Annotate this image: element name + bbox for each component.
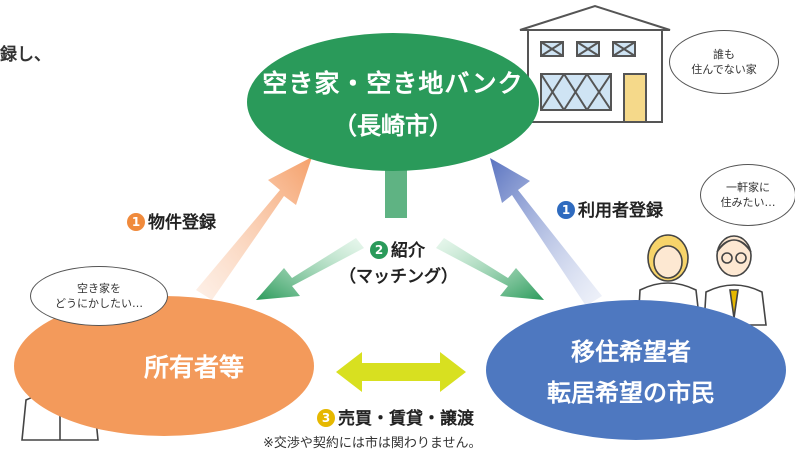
house-bubble-line1: 誰も bbox=[713, 48, 735, 61]
house-bubble-line2: 住んでない家 bbox=[691, 63, 757, 76]
house-illustration bbox=[519, 4, 671, 123]
step-number-badge: 2 bbox=[370, 241, 388, 259]
property-registration-text: 物件登録 bbox=[148, 213, 216, 233]
migrant-line2: 転居希望の市民 bbox=[547, 379, 715, 407]
arrow-introduction-owner bbox=[256, 238, 364, 300]
step-number-badge: 3 bbox=[317, 409, 335, 427]
house-speech-bubble: 誰も 住んでない家 bbox=[669, 30, 779, 94]
migrant-line1: 移住希望者 bbox=[571, 338, 691, 366]
arrow-user-registration bbox=[490, 158, 602, 306]
owner-speech-bubble: 空き家を どうにかしたい… bbox=[30, 266, 168, 326]
transaction-text: 売買・賃貸・譲渡 bbox=[338, 409, 474, 429]
arrow-property-registration bbox=[196, 157, 312, 300]
matching-label: （マッチング） bbox=[339, 267, 458, 287]
disclaimer-note: ※交渉や契約には市は関わりません。 bbox=[263, 436, 482, 451]
introduction-text: 紹介 bbox=[391, 241, 425, 261]
user-registration-text: 利用者登録 bbox=[578, 201, 663, 221]
owner-bubble-line2: どうにかしたい… bbox=[55, 297, 143, 310]
owner-label: 所有者等 bbox=[143, 353, 244, 382]
akiya-bank-node: 空き家・空き地バンク （長崎市） bbox=[247, 33, 539, 171]
introduction-stem bbox=[385, 166, 407, 218]
heading-fragment: 録し、 bbox=[0, 45, 51, 65]
couple-bubble-line1: 一軒家に bbox=[726, 181, 770, 194]
akiya-bank-title: 空き家・空き地バンク bbox=[262, 68, 524, 98]
couple-bubble-line2: 住みたい… bbox=[720, 196, 776, 209]
arrow-transaction bbox=[336, 352, 466, 392]
owner-bubble-line1: 空き家を bbox=[77, 282, 121, 295]
step-number-badge: 1 bbox=[557, 201, 575, 219]
couple-speech-bubble: 一軒家に 住みたい… bbox=[700, 164, 795, 226]
migrant-node: 移住希望者 転居希望の市民 bbox=[486, 300, 786, 440]
step-number-badge: 1 bbox=[127, 213, 145, 231]
arrow-introduction-migrant bbox=[436, 238, 544, 300]
akiya-bank-city: （長崎市） bbox=[333, 111, 453, 140]
